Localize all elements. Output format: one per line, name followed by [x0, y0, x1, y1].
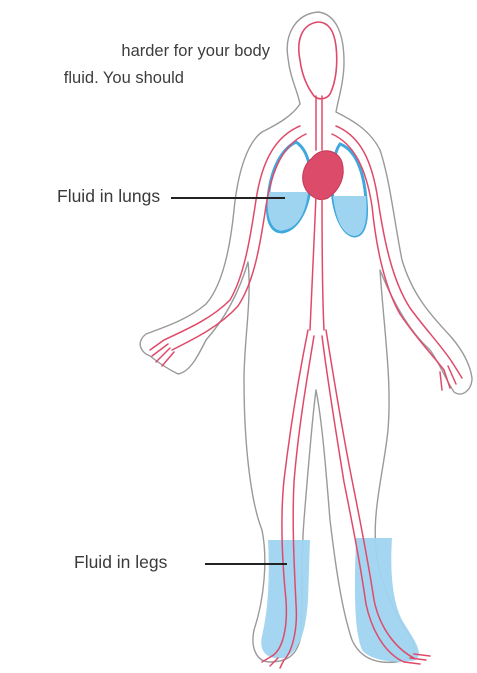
fluid-right-leg: [355, 538, 419, 662]
callout-line-legs: [205, 563, 287, 565]
callout-fluid-in-lungs: Fluid in lungs: [57, 186, 160, 207]
callout-fluid-in-legs: Fluid in legs: [74, 552, 167, 573]
callout-line-lungs: [171, 197, 285, 199]
